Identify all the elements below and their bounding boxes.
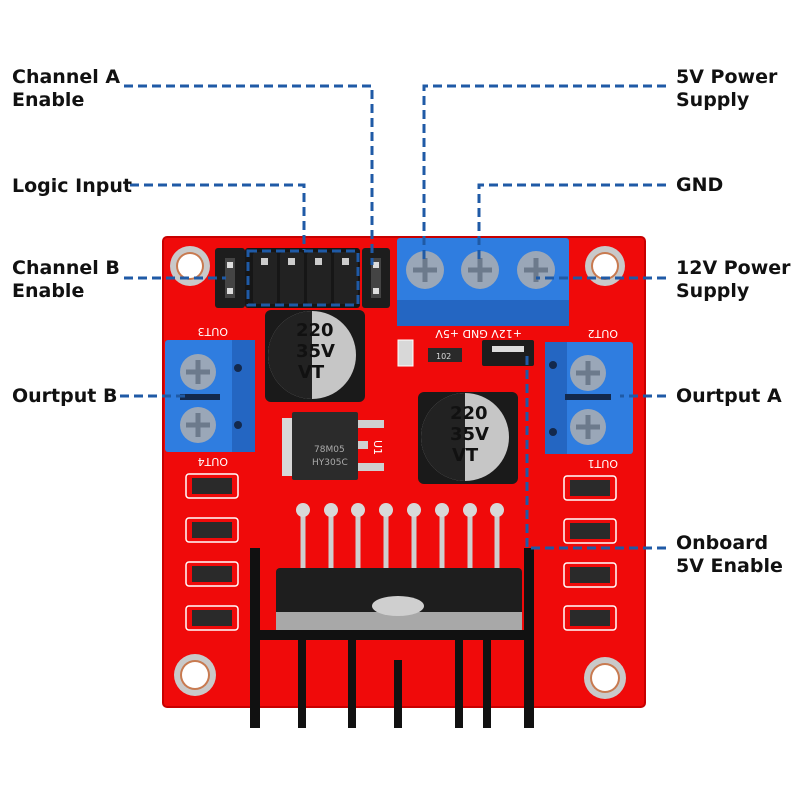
ena-jumper-header	[362, 248, 390, 308]
label-12v-power-supply: 12V Power Supply	[676, 257, 791, 302]
power-terminal-block	[397, 238, 569, 326]
capacitor-2	[418, 392, 518, 484]
silk-out2: OUT2	[588, 327, 618, 340]
capacitor-2-value: 220	[450, 403, 488, 424]
heatsink	[250, 548, 534, 728]
driver-pins	[300, 512, 500, 570]
capacitor-1-brand: VT	[298, 362, 325, 383]
diodes-left	[185, 473, 239, 631]
regulator-code: HY305C	[312, 458, 348, 468]
mounting-hole-top-right	[585, 246, 625, 286]
capacitor-1-value: 220	[296, 320, 334, 341]
mounting-hole-top-left	[170, 246, 210, 286]
label-channel-b-enable: Channel B Enable	[12, 257, 120, 302]
silk-u1: U1	[371, 440, 384, 455]
capacitor-2-brand: VT	[452, 445, 479, 466]
callout-5v-power	[422, 84, 666, 264]
driver-ic-screw	[372, 596, 424, 616]
callout-onboard-5v-enable	[525, 354, 666, 550]
label-output-a: Ourtput A	[676, 385, 782, 407]
mounting-hole-bottom-left	[174, 654, 216, 696]
capacitor-1	[265, 310, 365, 402]
driver-pin-heads	[296, 503, 504, 517]
silk-out4: OUT4	[198, 455, 228, 468]
capacitor-2-voltage: 35V	[450, 424, 489, 445]
callout-logic-input	[130, 183, 306, 250]
label-5v-power-supply: 5V Power Supply	[676, 66, 778, 111]
callout-channel-a-enable	[124, 84, 374, 265]
capacitor-1-voltage: 35V	[296, 341, 335, 362]
label-logic-input: Logic Input	[12, 175, 132, 197]
regulator-part: 78M05	[314, 445, 345, 455]
output-b-terminal	[165, 340, 255, 452]
mounting-hole-bottom-right	[584, 657, 626, 699]
resistor	[428, 348, 462, 362]
label-output-b: Ourtput B	[12, 385, 118, 407]
enb-jumper-header	[215, 248, 245, 308]
label-gnd: GND	[676, 174, 724, 196]
power-led	[397, 339, 414, 367]
diodes-right	[563, 475, 617, 631]
callout-gnd	[477, 183, 666, 264]
label-onboard-5v-enable: Onboard 5V Enable	[676, 532, 783, 577]
callout-lines	[120, 84, 666, 550]
callout-logic-input-box	[246, 249, 360, 307]
output-a-terminal	[545, 342, 633, 454]
logic-input-header	[245, 248, 360, 308]
silk-power-terminals: +12V GND +5V	[435, 327, 522, 340]
silk-out1: OUT1	[588, 457, 618, 470]
resistor-marking: 102	[436, 352, 451, 361]
onboard-5v-enable-jumper	[482, 340, 534, 366]
silk-out3: OUT3	[198, 325, 228, 338]
voltage-regulator	[282, 412, 384, 480]
label-channel-a-enable: Channel A Enable	[12, 66, 121, 111]
